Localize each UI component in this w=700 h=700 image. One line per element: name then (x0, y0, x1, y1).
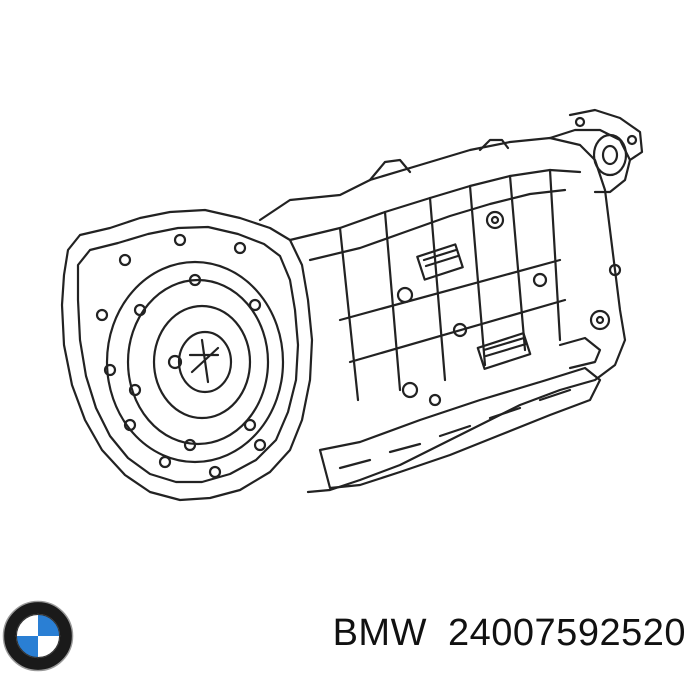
transmission-illustration (40, 100, 660, 530)
bmw-roundel (2, 600, 74, 672)
product-caption: BMW 24007592520 (333, 612, 686, 655)
brand-name: BMW (332, 612, 427, 654)
part-number: 24007592520 (448, 612, 686, 654)
transmission-line-drawing (60, 108, 644, 502)
bmw-logo-icon (2, 600, 74, 672)
